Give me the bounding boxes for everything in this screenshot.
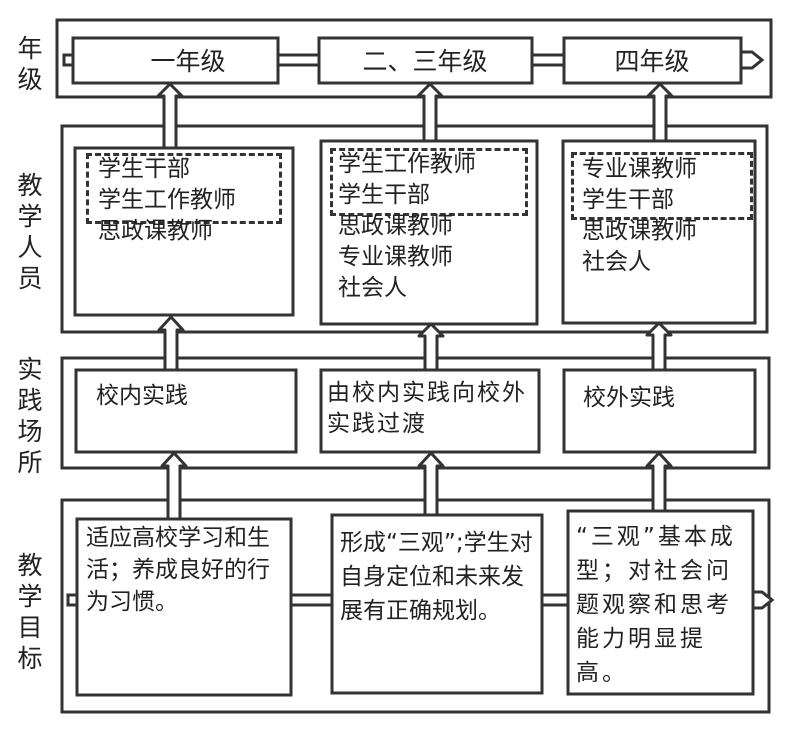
up-arrow-staff-to-grade-3 xyxy=(646,82,674,143)
goal-timeline-segment-2 xyxy=(539,593,571,607)
grade-label-2: 二、三年级 xyxy=(362,47,487,76)
row-label-grade: 年级 xyxy=(12,33,48,95)
row-label-char: 教 xyxy=(17,551,43,580)
up-arrow-venue-to-staff-2 xyxy=(417,322,445,372)
dashed-group-staff-2 xyxy=(330,148,528,216)
goal-timeline-segment-1 xyxy=(288,593,335,607)
timeline-segment-2 xyxy=(529,53,567,67)
row-label-char: 员 xyxy=(17,264,43,293)
dashed-group-staff-3 xyxy=(571,152,753,220)
up-arrow-venue-to-staff-3 xyxy=(645,321,673,372)
grade-label-1: 一年级 xyxy=(150,47,225,76)
dashed-group-staff-1 xyxy=(86,153,282,224)
goal-text-3: “三观”基本成型；对社会问题观察和思考能力明显提高。 xyxy=(576,524,736,686)
staff-list-item: 学生干部 xyxy=(98,156,190,182)
staff-list-item: 专业课教师 xyxy=(582,156,697,182)
staff-list-item: 社会人 xyxy=(338,275,407,301)
staff-list-item: 思政课教师 xyxy=(582,218,697,244)
staff-list-item: 学生工作教师 xyxy=(338,151,476,177)
venue-text-3: 校外实践 xyxy=(583,385,675,411)
grade-box-3 xyxy=(562,36,743,85)
row-label-char: 场 xyxy=(17,417,43,446)
staff-list-2: 学生工作教师学生干部思政课教师专业课教师社会人 xyxy=(338,149,476,304)
goal-text-2: 形成“三观”;学生对自身定位和未来发展有正确规划。 xyxy=(340,530,533,624)
row-label-char: 所 xyxy=(17,448,43,477)
row-label-char: 实 xyxy=(17,355,43,384)
row-label-char: 学 xyxy=(17,202,43,231)
row-label-char: 人 xyxy=(17,233,43,262)
staff-list-item: 学生干部 xyxy=(582,187,674,213)
row-label-char: 目 xyxy=(17,613,43,642)
row-label-char: 学 xyxy=(17,582,43,611)
row-label-char: 标 xyxy=(17,644,43,673)
goal-box-1 xyxy=(75,517,293,697)
up-arrow-goal-to-venue-3 xyxy=(645,451,673,513)
venue-text-2: 由校内实践向校外实践过渡 xyxy=(327,380,527,437)
row-label-char: 践 xyxy=(17,386,43,415)
goal-text-1: 适应高校学习和生活；养成良好的行为习惯。 xyxy=(86,525,270,615)
staff-list-item: 专业课教师 xyxy=(338,244,453,270)
timeline-segment-1 xyxy=(275,53,322,67)
grade-box-1 xyxy=(71,36,280,85)
up-arrow-staff-to-grade-2 xyxy=(416,82,444,143)
up-arrow-venue-to-staff-1 xyxy=(157,315,185,372)
up-arrow-goal-to-venue-2 xyxy=(417,451,445,517)
row-label-staff: 教学人员 xyxy=(12,170,48,294)
staff-box-2 xyxy=(319,139,539,326)
goal-box-2 xyxy=(330,513,544,695)
staff-list-3: 专业课教师学生干部思政课教师社会人 xyxy=(582,154,697,278)
staff-list-item: 学生干部 xyxy=(338,182,430,208)
up-arrow-goal-to-venue-1 xyxy=(160,451,188,521)
row-label-venue: 实践场所 xyxy=(12,354,48,478)
venue-box-2 xyxy=(319,368,541,454)
row-label-char: 级 xyxy=(17,65,43,94)
venue-text-1: 校内实践 xyxy=(96,383,188,409)
row-label-char: 教 xyxy=(17,171,43,200)
grade-box-2 xyxy=(317,36,534,85)
row-label-goal: 教学目标 xyxy=(12,550,48,674)
staff-box-3 xyxy=(561,139,757,325)
staff-list-item: 思政课教师 xyxy=(98,218,213,244)
staff-list-item: 思政课教师 xyxy=(338,213,453,239)
row-label-char: 年 xyxy=(17,34,43,63)
staff-list-item: 社会人 xyxy=(582,249,651,275)
staff-list-1: 学生干部学生工作教师思政课教师 xyxy=(98,154,236,247)
staff-list-item: 学生工作教师 xyxy=(98,187,236,213)
venue-box-1 xyxy=(74,368,298,454)
grade-label-3: 四年级 xyxy=(614,47,689,76)
up-arrow-staff-to-grade-1 xyxy=(156,82,184,150)
staff-box-1 xyxy=(73,146,295,317)
